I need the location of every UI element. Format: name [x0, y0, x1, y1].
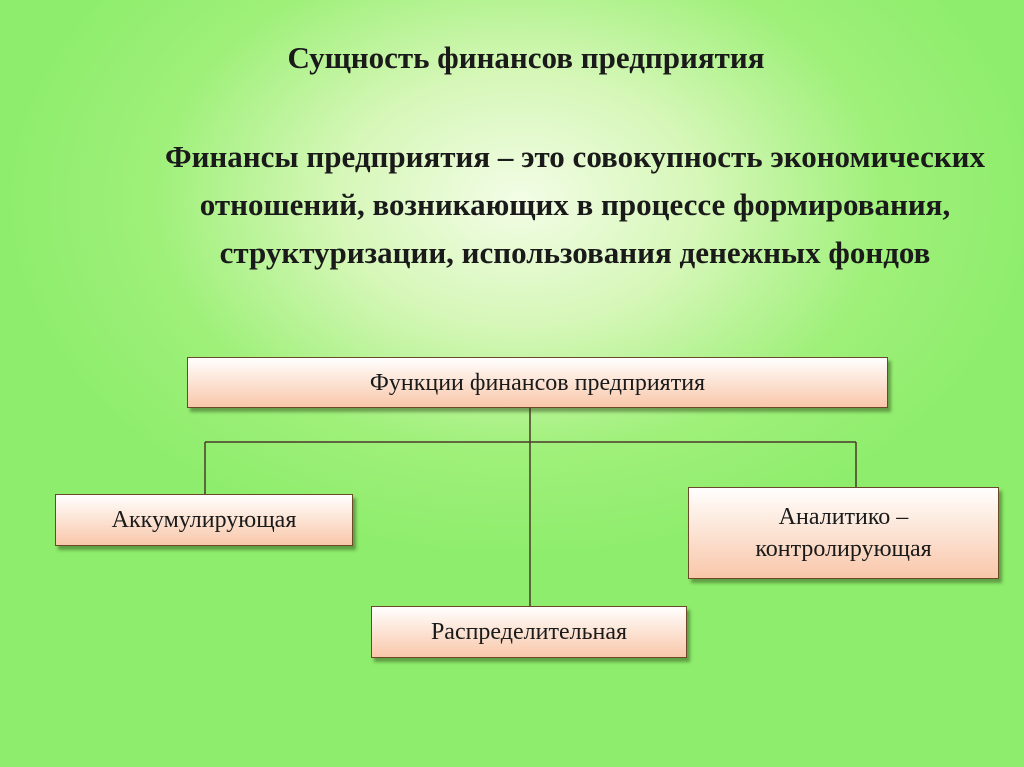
functions-root-label: Функции финансов предприятия — [369, 369, 706, 396]
distributive-function-box: Распределительная — [371, 606, 687, 658]
accumulating-function-box: Аккумулирующая — [55, 494, 353, 546]
accumulating-function-label: Аккумулирующая — [111, 507, 297, 533]
analytical-control-label-line1: Аналитико – — [778, 504, 909, 530]
analytical-control-label-line2: контролирующая — [755, 536, 932, 562]
analytical-control-function-box: Аналитико – контролирующая — [688, 487, 999, 579]
distributive-function-label: Распределительная — [430, 619, 628, 645]
slide-title: Сущность финансов предприятия — [287, 40, 765, 75]
definition-text: Финансы предприятия – это совокупность э… — [164, 139, 986, 270]
functions-root-box: Функции финансов предприятия — [187, 357, 888, 408]
